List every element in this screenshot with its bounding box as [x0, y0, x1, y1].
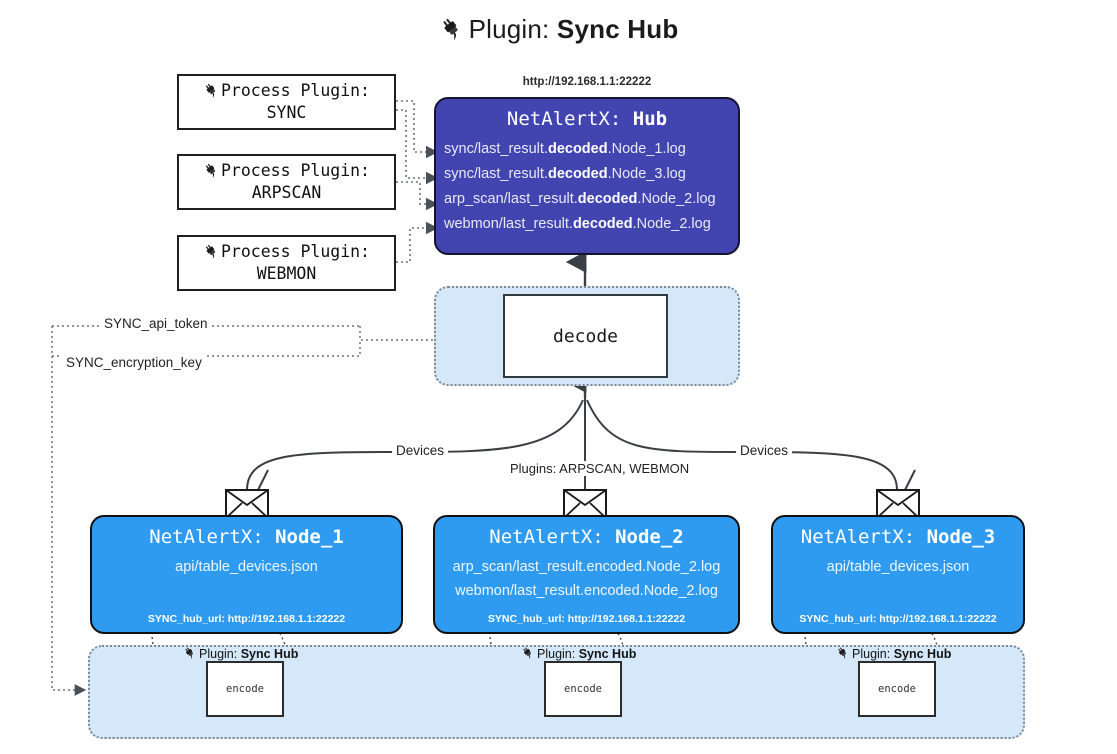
hub-log-post: .Node_2.log: [637, 190, 716, 207]
node3-title: NetAlertX: Node_3: [773, 526, 1023, 548]
sync-encryption-key-label: SYNC_encryption_key: [62, 355, 206, 370]
plugins-center-label: Plugins: ARPSCAN, WEBMON: [506, 461, 694, 476]
encode-box-2[interactable]: encode: [544, 661, 622, 717]
plug-icon: [439, 16, 465, 49]
envelope-icon: [563, 489, 607, 519]
node1-paths: api/table_devices.json: [92, 556, 401, 580]
node1-hub-url: SYNC_hub_url: http://192.168.1.1:22222: [147, 613, 346, 625]
decode-box[interactable]: decode: [503, 294, 668, 378]
node3-title-prefix: NetAlertX:: [800, 526, 927, 548]
process-plugin-webmon-label: Process Plugin:: [220, 242, 370, 261]
process-plugin-box-arpscan[interactable]: Process Plugin: ARPSCAN: [177, 154, 396, 210]
hub-log-line: sync/last_result.decoded.Node_1.log: [444, 137, 738, 162]
process-plugin-arpscan-name: ARPSCAN: [251, 183, 322, 203]
page-title-prefix: Plugin:: [468, 14, 557, 44]
node2-title-name: Node_2: [615, 526, 684, 548]
process-plugin-sync-label: Process Plugin:: [220, 81, 370, 100]
encode-box-1[interactable]: encode: [206, 661, 284, 717]
node2-title: NetAlertX: Node_2: [435, 526, 738, 548]
node-box-node2[interactable]: NetAlertX: Node_2 arp_scan/last_result.e…: [433, 515, 740, 634]
node2-paths: arp_scan/last_result.encoded.Node_2.log …: [435, 556, 738, 604]
page-title-name: Sync Hub: [556, 14, 679, 44]
hub-node[interactable]: NetAlertX: Hub sync/last_result.decoded.…: [434, 97, 740, 255]
node1-title-name: Node_1: [275, 526, 344, 548]
node3-title-name: Node_3: [926, 526, 996, 548]
hub-title: NetAlertX: Hub: [436, 108, 738, 130]
process-plugin-sync-name: SYNC: [266, 103, 307, 123]
hub-log-post: .Node_1.log: [607, 141, 686, 157]
encode-caption-name-1: Sync Hub: [240, 647, 299, 661]
encode-caption-prefix-2: Plugin:: [537, 647, 579, 661]
encode-caption-prefix-1: Plugin:: [199, 647, 241, 661]
plug-icon: [836, 646, 850, 663]
plug-icon: [203, 162, 220, 183]
edge-arpscan-to-hub: [396, 181, 439, 211]
encode-caption-3: Plugin: Sync Hub: [836, 646, 951, 663]
encode-caption-name-3: Sync Hub: [893, 647, 952, 661]
devices-left-label: Devices: [392, 443, 449, 458]
node-box-node1[interactable]: NetAlertX: Node_1 api/table_devices.json…: [90, 515, 403, 634]
node1-title: NetAlertX: Node_1: [92, 526, 401, 548]
plug-icon: [183, 646, 197, 663]
node2-path: arp_scan/last_result.encoded.Node_2.log: [452, 559, 721, 575]
plug-icon: [203, 243, 220, 264]
process-plugin-arpscan-line1: Process Plugin:: [179, 161, 394, 183]
edge-sync-encryption-key: [51, 356, 87, 696]
hub-title-prefix: NetAlertX:: [506, 108, 633, 130]
encode-box-3[interactable]: encode: [858, 661, 936, 717]
process-plugin-webmon-name: WEBMON: [256, 264, 317, 284]
process-plugin-box-webmon[interactable]: Process Plugin: WEBMON: [177, 235, 396, 291]
hub-url-label: http://192.168.1.1:22222: [522, 76, 652, 88]
plug-icon: [521, 646, 535, 663]
encode-caption-1: Plugin: Sync Hub: [183, 646, 298, 663]
node2-title-prefix: NetAlertX:: [489, 526, 616, 548]
encode-caption-name-2: Sync Hub: [578, 647, 637, 661]
edge-sync-to-hub-line1: [396, 100, 439, 159]
hub-log-em: decoded: [547, 165, 608, 182]
sync-api-token-label: SYNC_api_token: [100, 316, 212, 331]
hub-log-pre: sync/last_result.: [444, 165, 548, 182]
process-plugin-webmon-line1: Process Plugin:: [179, 242, 394, 264]
hub-log-post: .Node_3.log: [607, 165, 686, 182]
hub-log-line: arp_scan/last_result.decoded.Node_2.log: [444, 187, 738, 212]
hub-log-pre: arp_scan/last_result.: [444, 190, 578, 207]
hub-log-pre: webmon/last_result.: [444, 215, 573, 232]
node1-path: api/table_devices.json: [175, 559, 318, 575]
process-plugin-arpscan-label: Process Plugin:: [220, 161, 370, 180]
page-title: Plugin: Sync Hub: [0, 14, 1117, 49]
encode-caption-2: Plugin: Sync Hub: [521, 646, 636, 663]
node-box-node3[interactable]: NetAlertX: Node_3 api/table_devices.json…: [771, 515, 1025, 634]
node2-hub-url: SYNC_hub_url: http://192.168.1.1:22222: [487, 613, 686, 625]
encode-caption-prefix-3: Plugin:: [852, 647, 894, 661]
hub-log-em: decoded: [577, 190, 638, 207]
process-plugin-sync-line1: Process Plugin:: [179, 81, 394, 103]
edge-sync-to-hub-line2: [396, 109, 439, 185]
envelope-icon: [225, 489, 269, 519]
devices-right-label: Devices: [736, 443, 793, 458]
hub-log-list: sync/last_result.decoded.Node_1.log sync…: [436, 137, 738, 237]
node1-title-prefix: NetAlertX:: [149, 526, 276, 548]
hub-log-pre: sync/last_result.: [444, 141, 548, 157]
node3-hub-url: SYNC_hub_url: http://192.168.1.1:22222: [799, 613, 997, 625]
hub-log-line: webmon/last_result.decoded.Node_2.log: [444, 212, 738, 237]
hub-log-em: decoded: [547, 141, 608, 157]
hub-log-em: decoded: [572, 215, 633, 232]
process-plugin-box-sync[interactable]: Process Plugin: SYNC: [177, 74, 396, 130]
hub-log-line: sync/last_result.decoded.Node_3.log: [444, 162, 738, 187]
node2-path: webmon/last_result.encoded.Node_2.log: [455, 582, 718, 599]
node3-paths: api/table_devices.json: [773, 556, 1023, 580]
node3-path: api/table_devices.json: [826, 559, 970, 575]
plug-icon: [203, 82, 220, 103]
edge-webmon-to-hub: [396, 221, 439, 263]
hub-title-name: Hub: [632, 108, 668, 130]
hub-log-post: .Node_2.log: [632, 215, 711, 232]
